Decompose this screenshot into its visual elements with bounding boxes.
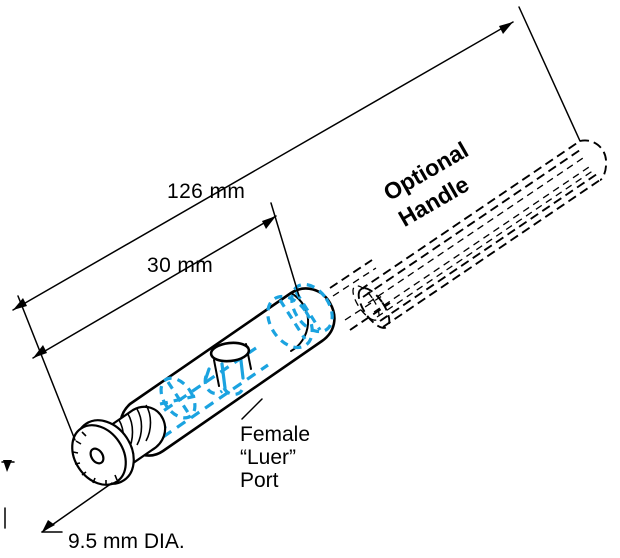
arrowhead-right-30 <box>262 216 276 229</box>
luer-annotation-line-3: Port <box>240 469 279 492</box>
dimension-30mm: 30 mm <box>32 202 300 359</box>
arrowhead-95dia <box>42 520 55 532</box>
knurled-thumb-knob-part <box>71 404 167 486</box>
arrowhead-left-126 <box>13 298 27 310</box>
optional-handle-part <box>352 139 608 329</box>
plunger-shaft-part <box>329 259 391 331</box>
female-luer-port-part <box>209 341 252 387</box>
dimension-label-30mm: 30 mm <box>147 254 213 277</box>
luer-annotation-line-2: “Luer” <box>240 446 296 469</box>
luer-port-annotation: Female “Luer” Port <box>240 398 310 492</box>
luer-annotation-line-1: Female <box>240 423 310 446</box>
arrowhead-left-30 <box>33 345 47 358</box>
dimension-126mm: 126 mm <box>12 6 581 441</box>
dimension-label-126mm: 126 mm <box>167 180 245 203</box>
arrowhead-knob-top <box>3 460 12 472</box>
arrowhead-right-126 <box>499 22 513 34</box>
dimension-95mm-dia: 9.5 mm DIA. <box>1 460 185 553</box>
knob-rim-ticks <box>72 431 118 485</box>
optional-handle-callout: Optional Handle <box>379 137 473 232</box>
dimension-label-95mm-dia: 9.5 mm DIA. <box>68 530 185 553</box>
